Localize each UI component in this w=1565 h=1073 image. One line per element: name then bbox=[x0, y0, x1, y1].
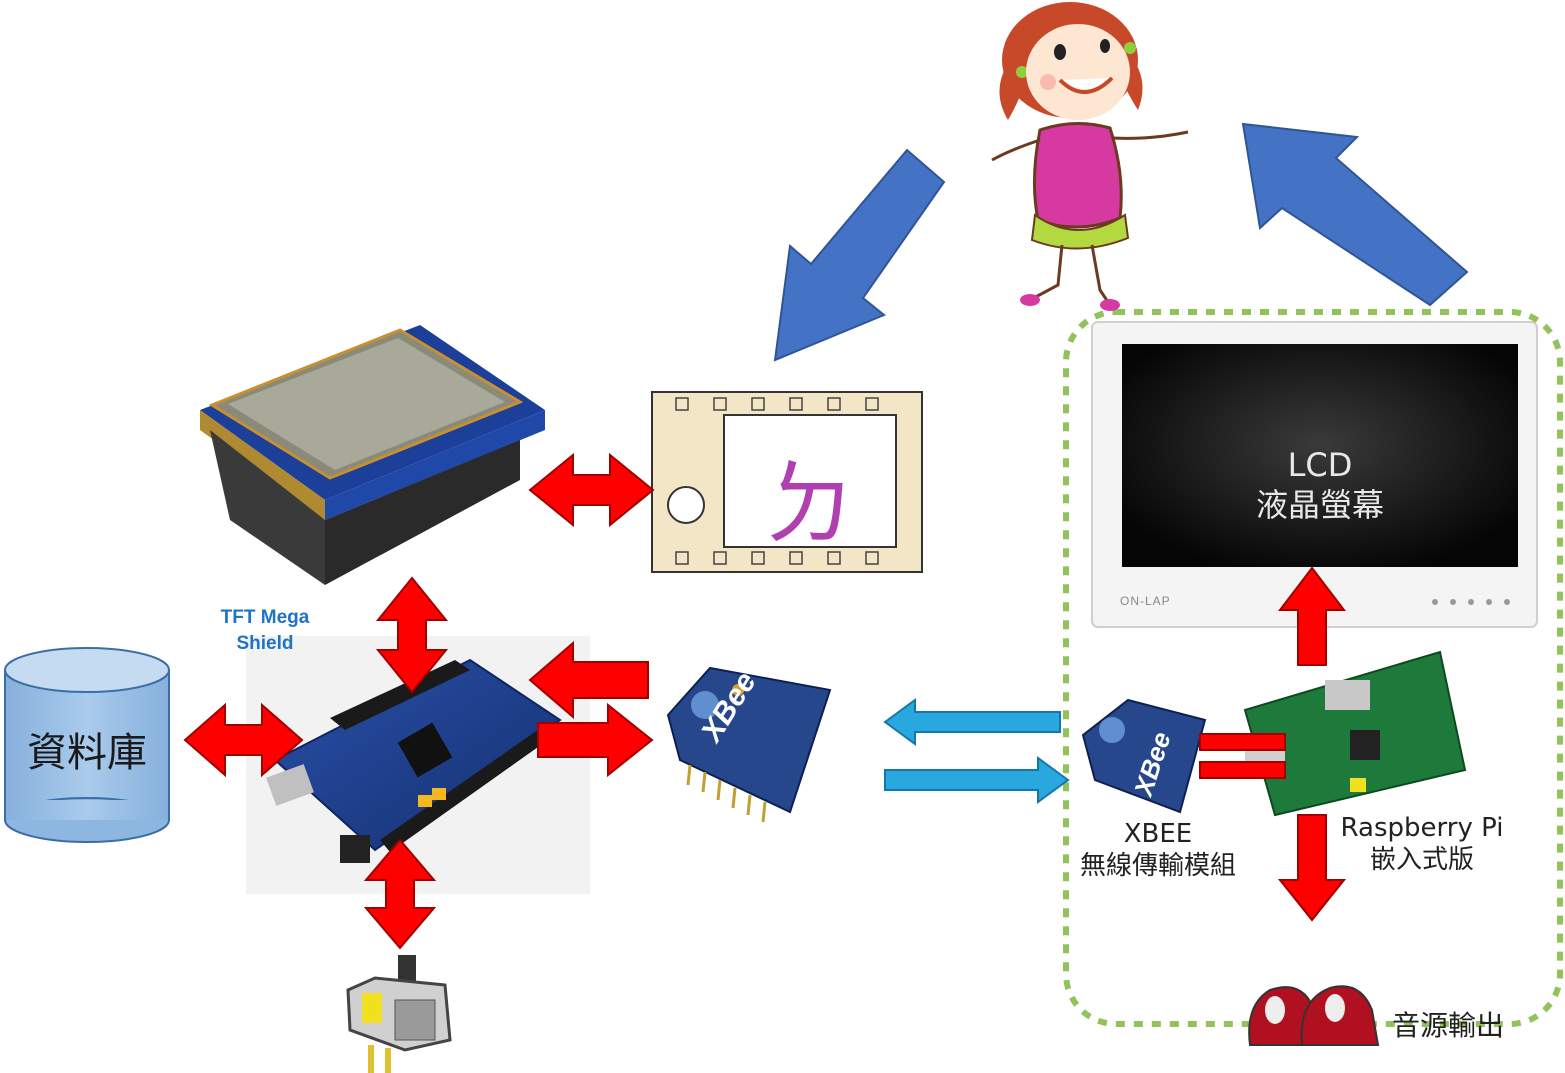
cyan-arrow-right bbox=[884, 756, 1070, 804]
raspberry-pi-label: Raspberry Pi 嵌入式版 bbox=[1322, 812, 1522, 876]
red-arrow-pi-to-speakers bbox=[1277, 814, 1347, 922]
lcd-label-line1: LCD bbox=[1287, 446, 1353, 484]
red-arrow-tft-card bbox=[528, 452, 655, 528]
xbee-module-image bbox=[636, 622, 866, 854]
lcd-label-line2: 液晶螢幕 bbox=[1255, 486, 1384, 524]
tft-label: TFT Mega Shield bbox=[210, 605, 320, 657]
blue-arrow-up-right bbox=[1241, 122, 1469, 307]
xbee-label: XBEE 無線傳輸模組 bbox=[1068, 818, 1248, 882]
lcd-screen-label: LCD 液晶螢幕 bbox=[1122, 445, 1518, 525]
cyan-arrow-left bbox=[883, 698, 1061, 746]
tft-label-line2: Shield bbox=[236, 633, 294, 654]
speakers-image bbox=[1248, 985, 1380, 1046]
red-arrow-pi-to-lcd bbox=[1277, 566, 1347, 666]
red-connector-1 bbox=[1199, 733, 1286, 751]
red-arrow-db-arduino bbox=[183, 702, 304, 778]
pi-label-line1: Raspberry Pi bbox=[1340, 813, 1504, 843]
red-arrow-arduino-to-xbee bbox=[537, 702, 654, 778]
xbee-label-line2: 無線傳輸模組 bbox=[1079, 851, 1236, 881]
card-character: ㄉ bbox=[763, 451, 856, 558]
tft-label-line1: TFT Mega bbox=[220, 607, 310, 628]
database-label: 資料庫 bbox=[27, 730, 147, 776]
red-arrow-arduino-key bbox=[363, 838, 437, 950]
key-switch-image bbox=[338, 950, 466, 1073]
xbee-right-image bbox=[1081, 698, 1207, 814]
girl-illustration bbox=[991, 2, 1189, 311]
red-connector-2 bbox=[1199, 761, 1286, 779]
lcd-brand: ON-LAP bbox=[1120, 594, 1171, 608]
red-arrow-xbee-to-arduino bbox=[528, 640, 649, 720]
device-group-border bbox=[1063, 309, 1563, 1027]
pi-label-line2: 嵌入式版 bbox=[1369, 845, 1474, 875]
database-cylinder bbox=[4, 647, 170, 843]
audio-output-label: 音源輸出 bbox=[1392, 1009, 1505, 1042]
red-arrow-tft-arduino bbox=[375, 576, 449, 694]
zhuyin-card bbox=[651, 391, 923, 573]
blue-arrow-down-left bbox=[773, 148, 946, 362]
tft-shield-image bbox=[200, 325, 550, 634]
lcd-monitor-image bbox=[1091, 321, 1538, 628]
xbee-label-line1: XBEE bbox=[1123, 819, 1193, 849]
